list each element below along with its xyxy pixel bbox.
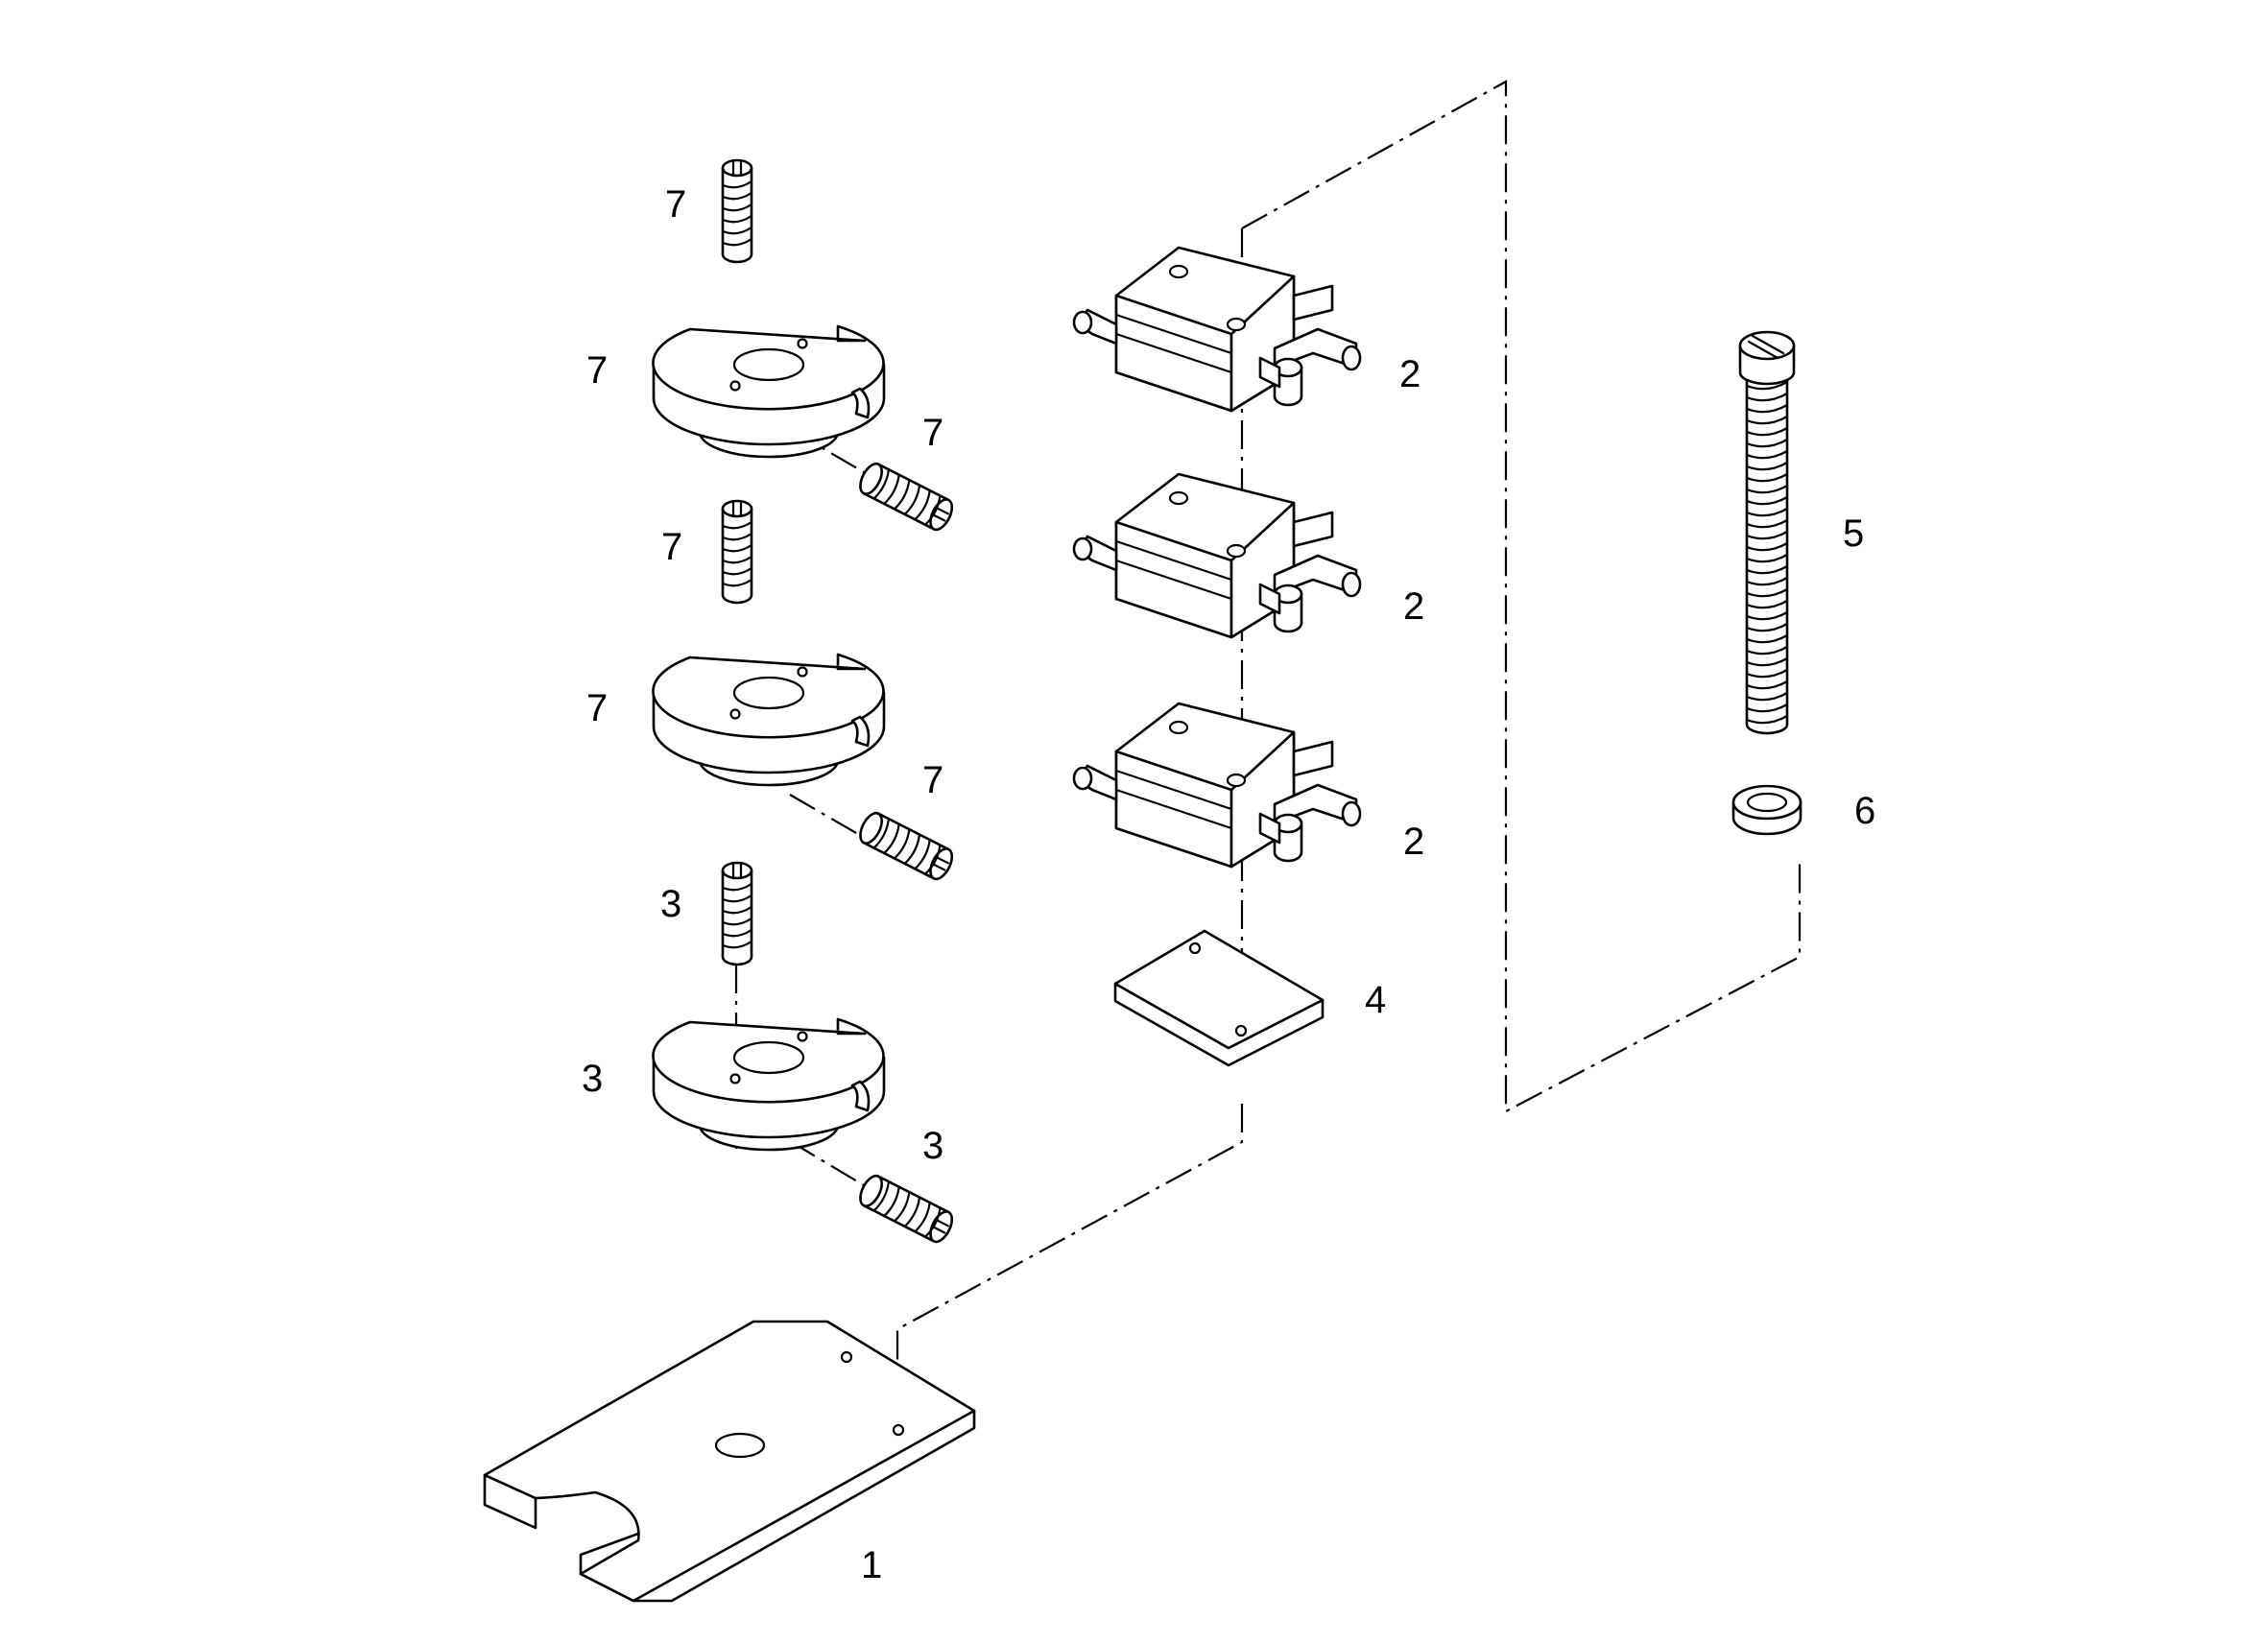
callout-switch-bottom: 2	[1403, 821, 1424, 863]
cam-top-set-screw-top	[721, 158, 753, 264]
cam-middle-set-screw-top	[721, 499, 753, 605]
washer	[1731, 784, 1802, 836]
callout-cam-top: 7	[586, 349, 608, 392]
callout-base-plate: 1	[861, 1544, 882, 1586]
cam-bottom-set-screw-top	[721, 861, 753, 966]
callout-switch-top: 2	[1399, 353, 1420, 395]
base-plate	[483, 1320, 976, 1603]
switch-middle	[1072, 472, 1362, 639]
cam-middle-set-screw-side	[854, 808, 958, 884]
callout-insulator-plate: 4	[1365, 979, 1386, 1021]
cam-bottom	[652, 1017, 886, 1152]
switch-bottom	[1072, 702, 1362, 869]
insulator-plate	[1113, 929, 1325, 1067]
callout-cam-middle-set-screw-top: 7	[661, 526, 682, 568]
callout-cam-bottom-set-screw-side: 3	[922, 1125, 943, 1167]
callout-cam-middle: 7	[586, 687, 608, 729]
callout-cam-middle-set-screw-side: 7	[922, 759, 943, 801]
callout-switch-middle: 2	[1403, 585, 1424, 628]
switch-top	[1072, 246, 1362, 413]
long-screw	[1738, 330, 1796, 735]
cam-top-set-screw-side	[854, 459, 958, 535]
callout-cam-top-set-screw-side: 7	[922, 412, 943, 454]
cam-top	[652, 324, 886, 459]
callout-cam-bottom-set-screw-top: 3	[660, 883, 681, 925]
callout-washer: 6	[1854, 790, 1875, 832]
callout-long-screw: 5	[1843, 512, 1864, 555]
callout-cam-bottom: 3	[582, 1058, 603, 1100]
callout-cam-top-set-screw-top: 7	[665, 183, 686, 226]
cam-bottom-set-screw-side	[854, 1171, 958, 1247]
cam-middle	[652, 653, 886, 787]
